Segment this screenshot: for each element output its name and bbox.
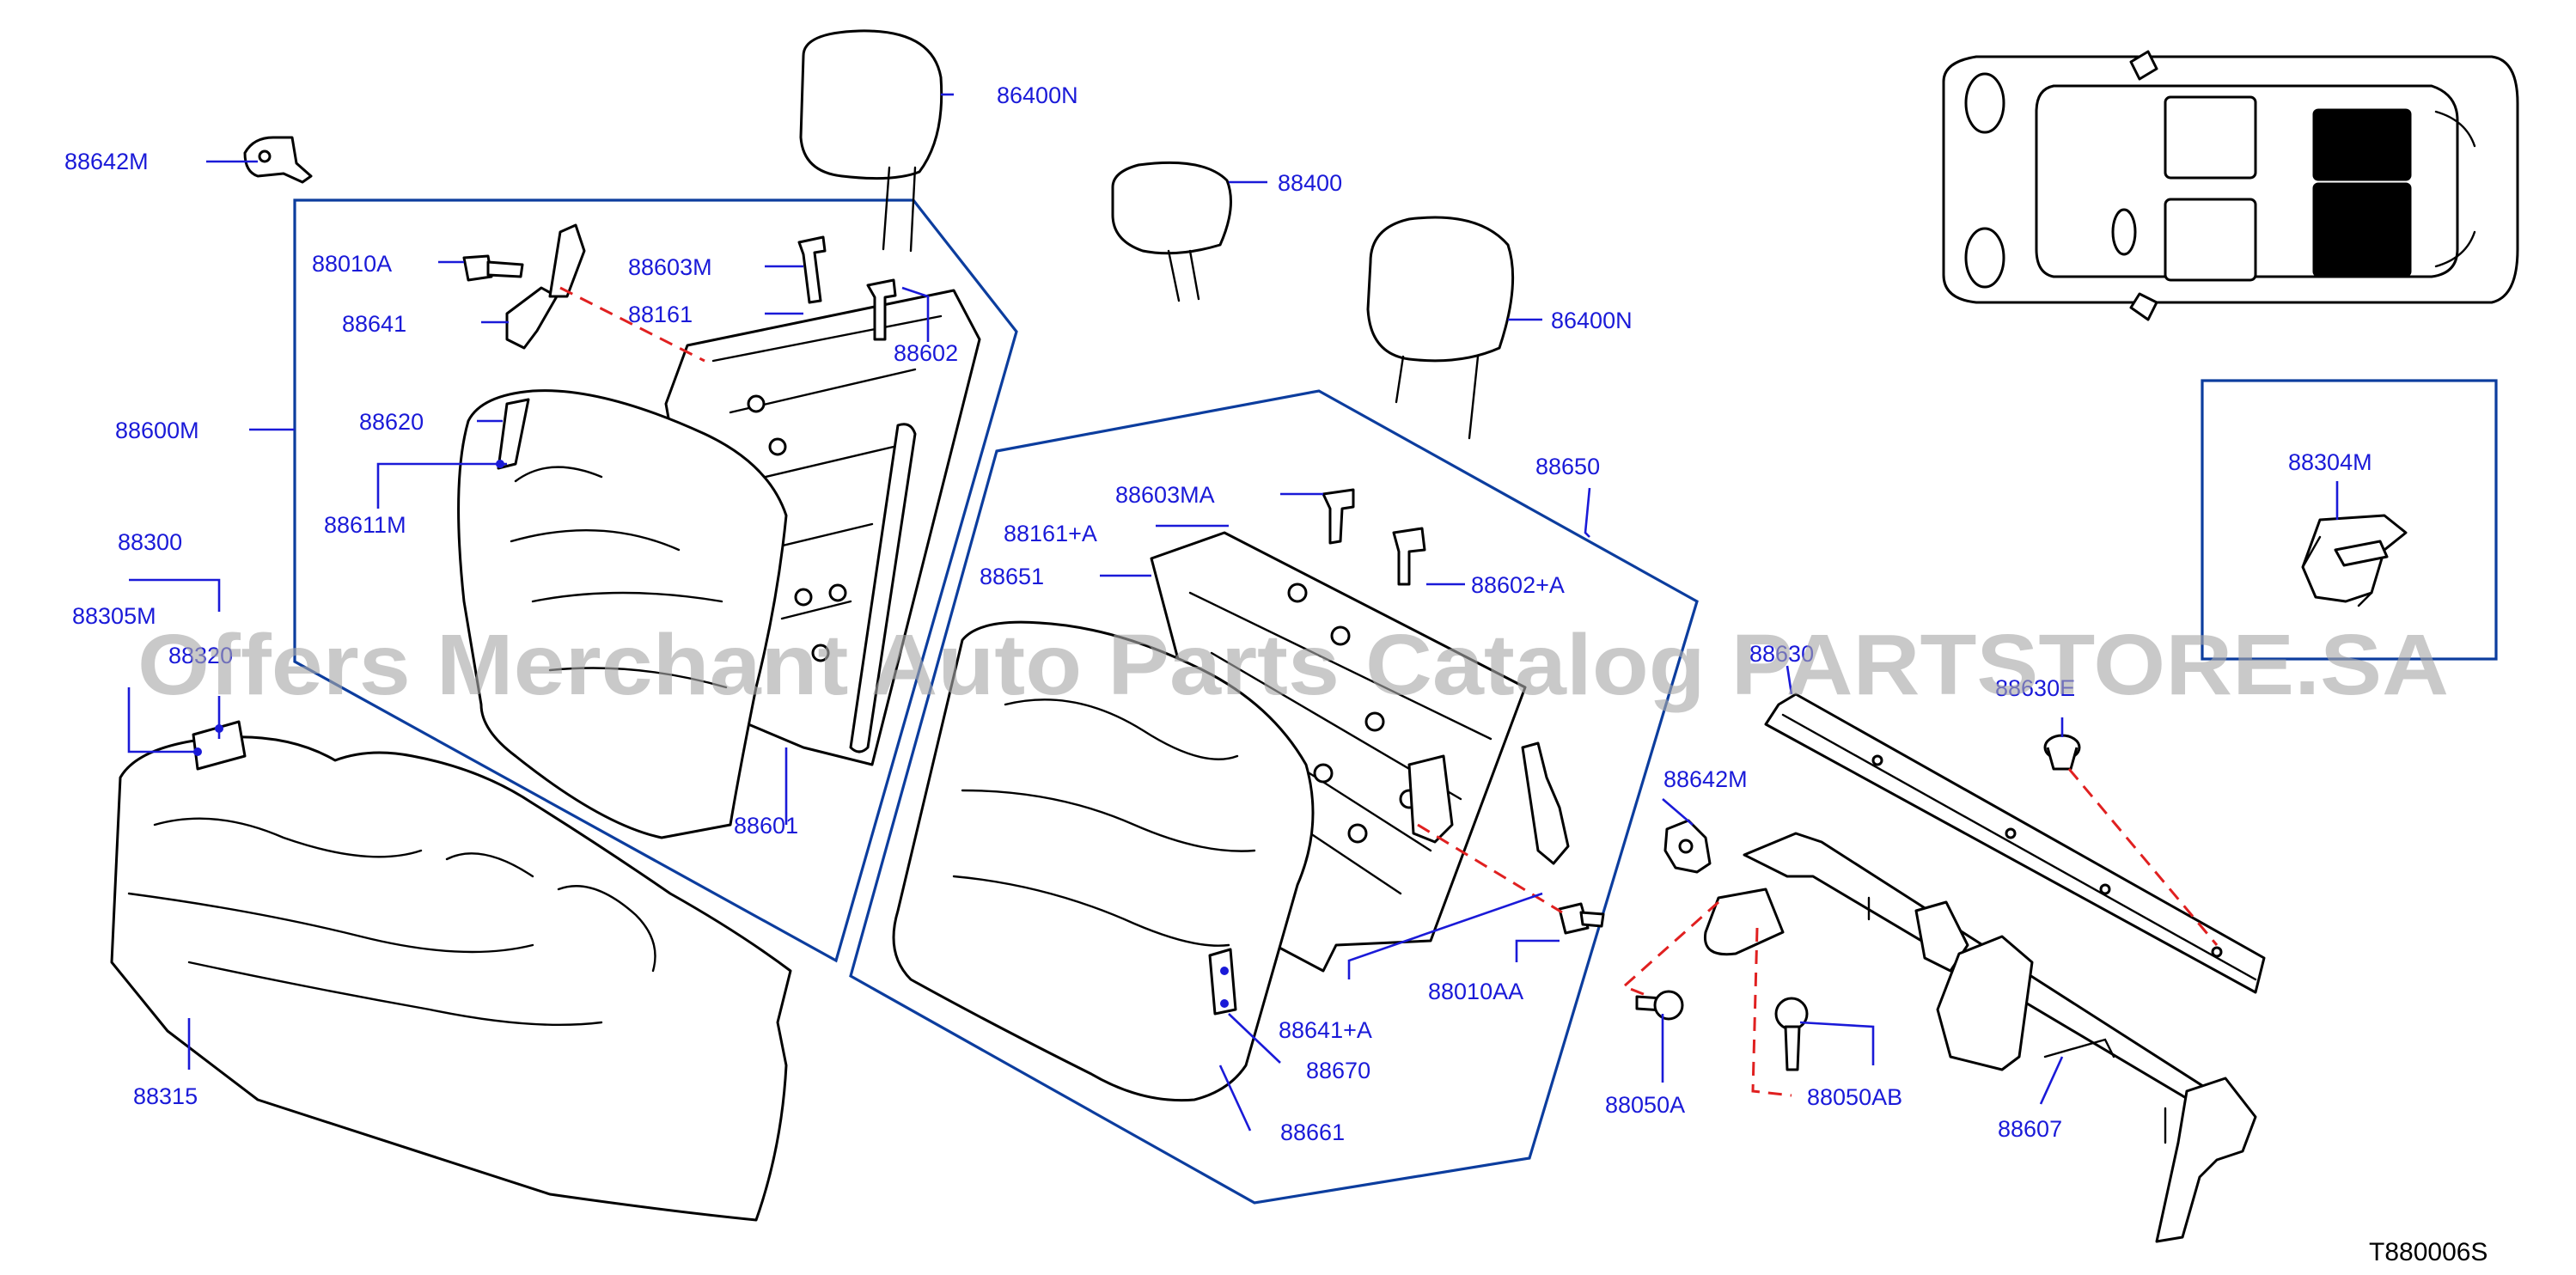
ref-line-88641A-to-frame [1417,823,1563,914]
clip-88630E [2043,734,2081,771]
rail-88630 [1764,692,2266,994]
seat-back-left-assembly-frame [293,198,1018,963]
headrest-88400 [1111,161,1232,302]
car-top-view-icon [1942,50,2519,321]
bolt-88050AB [1774,997,1809,1071]
label-88315: 88315 [133,1083,198,1109]
label-88670: 88670 [1306,1058,1370,1083]
frame-bracket-88607 [1703,832,2257,1243]
callout-dots [193,460,1229,1008]
label-88300: 88300 [118,529,182,555]
label-88161: 88161 [628,302,693,327]
seat-back-right-assembly-frame [849,389,1699,1205]
bracket-88642M-top [243,136,313,184]
watermark-text: Offers Merchant Auto Parts Catalog PARTS… [137,617,2449,713]
label-88607: 88607 [1998,1116,2062,1142]
bolt-88050A [1635,990,1684,1021]
ref-line-88630E [2067,768,2219,946]
guide-88602 [866,278,897,341]
label-88600M: 88600M [115,418,199,443]
label-88602A: 88602+A [1471,572,1565,598]
label-88602: 88602 [894,340,958,366]
seat-back-cushion-88670 [892,620,1315,1102]
seat-cushion-88315 [110,720,792,1222]
bolt-88010AA [1558,902,1605,935]
label-88050AB: 88050AB [1807,1084,1902,1110]
label-88010AA: 88010AA [1428,979,1523,1004]
hinge-88641 [505,223,586,350]
label-88630E: 88630E [1995,675,2075,701]
label-88630: 88630 [1749,641,1814,667]
drawing-code: T880006S [2369,1238,2487,1266]
ref-line-88050A [1621,900,1719,998]
headrest-86400N-right [1366,216,1515,440]
guide-88602A [1392,527,1426,586]
label-88603MA: 88603MA [1115,482,1215,508]
label-88320: 88320 [168,643,233,668]
label-88305M: 88305M [72,603,156,629]
label-88400: 88400 [1278,170,1342,196]
label-88651: 88651 [980,564,1044,589]
guide-88603M [797,235,827,304]
label-88661: 88661 [1280,1119,1345,1145]
clip-88304M [2301,514,2408,607]
seat-back-cushion-88620 [457,389,788,839]
bracket-88642M-bottom [1663,819,1712,874]
label-86400N-right: 86400N [1551,308,1633,333]
label-88642M-bottom: 88642M [1663,766,1748,792]
clip-detail-frame [2201,379,2498,661]
label-86400N-left: 86400N [997,82,1078,108]
label-88650: 88650 [1535,454,1600,479]
label-88601: 88601 [734,813,798,839]
bolt-88010A [462,254,524,282]
leader-lines [127,93,2339,1132]
label-88603M: 88603M [628,254,712,280]
label-88611M: 88611M [324,512,406,538]
hinge-88641A [1407,741,1570,865]
label-88050A: 88050A [1605,1092,1685,1118]
label-88641A: 88641+A [1279,1017,1372,1043]
label-88010A: 88010A [312,251,392,277]
label-88620: 88620 [359,409,424,435]
headrest-86400N-left [799,29,943,253]
guide-88603MA [1322,488,1355,545]
label-88304M: 88304M [2288,449,2372,475]
label-88641: 88641 [342,311,406,337]
ref-line-88050AB [1751,927,1792,1097]
ref-line-88641-to-frame [559,286,705,363]
label-88642M-top: 88642M [64,149,149,174]
label-88161A: 88161+A [1004,521,1097,546]
